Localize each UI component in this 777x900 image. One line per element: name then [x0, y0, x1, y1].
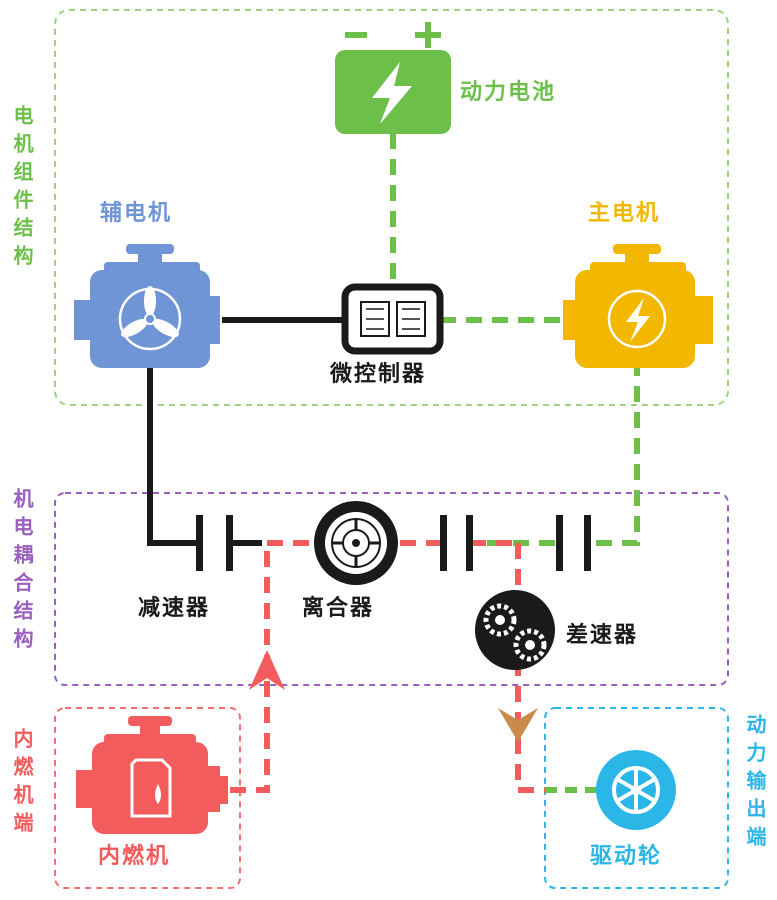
output-end-box: [544, 707, 729, 889]
wheel-label: 驱动轮: [590, 844, 663, 869]
coupling-group-label: 机电耦合结构: [10, 488, 34, 656]
coupling-box: [54, 492, 729, 686]
main-motor-label: 主电机: [588, 201, 661, 226]
wheel-icon: [596, 750, 676, 830]
clutch-label: 离合器: [302, 596, 375, 621]
up-arrow-icon: [249, 650, 285, 690]
down-arrow-icon: [498, 708, 538, 742]
ice-end-group-label: 内燃机端: [10, 728, 34, 840]
differential-label: 差速器: [566, 623, 639, 648]
battery-icon: [335, 22, 451, 134]
ice-engine-icon: [76, 716, 228, 834]
reducer-icon: [196, 515, 233, 571]
ice-label: 内燃机: [98, 844, 171, 869]
coupler-icon: [440, 515, 591, 571]
motor-assembly-box: [54, 9, 729, 406]
output-end-group-label: 动力输出端: [743, 714, 767, 854]
controller-label: 微控制器: [330, 362, 427, 387]
motor-assembly-group-label: 电机组件结构: [10, 105, 34, 273]
differential-icon: [475, 590, 555, 670]
ice-end-box: [54, 707, 241, 889]
battery-label: 动力电池: [460, 80, 557, 105]
electric-link-lines: [390, 133, 640, 546]
controller-icon: [341, 283, 444, 355]
main-motor-icon: [563, 244, 713, 368]
ice-power-lines: [230, 540, 545, 793]
clutch-icon: [314, 501, 398, 585]
mechanical-link-lines: [147, 317, 345, 546]
reducer-label: 减速器: [138, 596, 211, 621]
aux-motor-label: 辅电机: [100, 201, 173, 226]
aux-motor-icon: [74, 244, 220, 368]
